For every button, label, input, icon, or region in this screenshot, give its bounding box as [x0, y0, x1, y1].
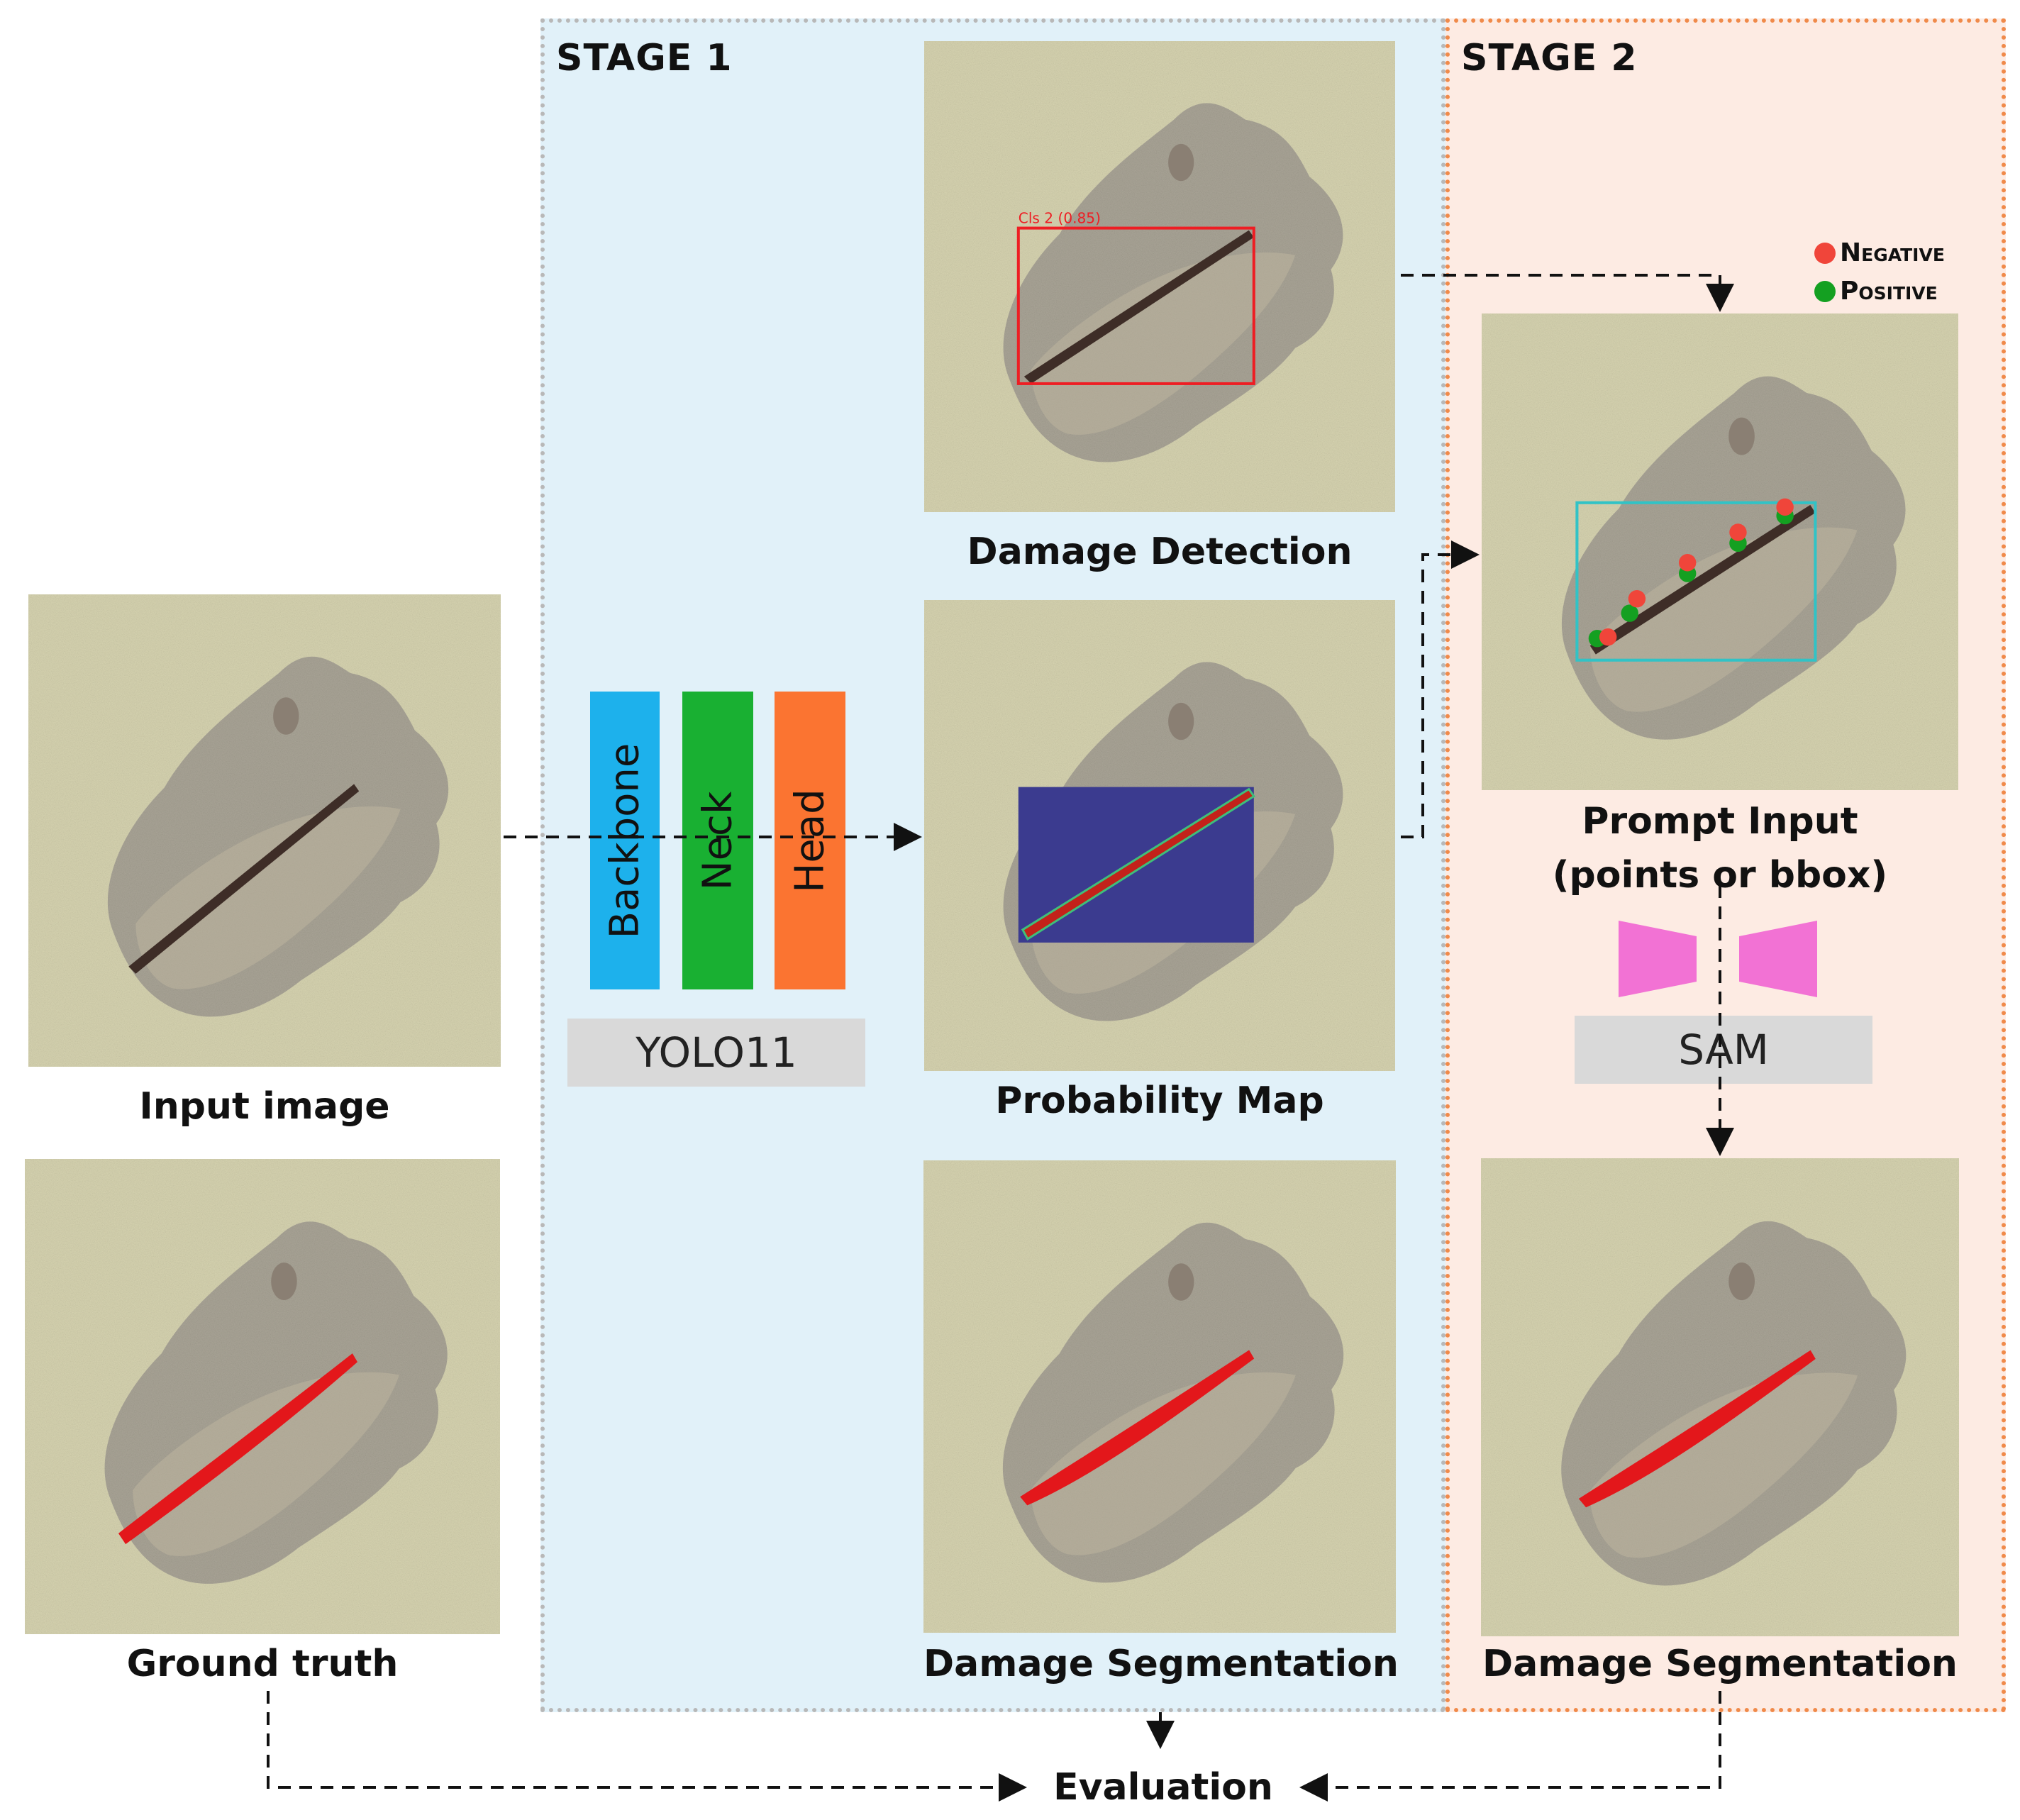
detection-label: Cls 2 (0.85) [1019, 210, 1101, 227]
prompt-points [1588, 498, 1794, 648]
yolo11-label-box: YOLO11 [567, 1019, 865, 1087]
negative-dot-icon [1814, 242, 1836, 264]
neck-label: Neck [694, 791, 741, 890]
head-label: Head [787, 788, 833, 893]
stage1-segmentation-image [923, 1160, 1396, 1633]
positive-dot-icon [1814, 280, 1836, 302]
damage-detection-image: Cls 2 (0.85) [923, 41, 1396, 512]
evaluation-label: Evaluation [1053, 1766, 1273, 1809]
input-image [28, 594, 501, 1067]
prompt-input-image [1481, 313, 1959, 790]
probability-map-caption: Probability Map [995, 1080, 1324, 1122]
stage2-segmentation-caption: Damage Segmentation [1482, 1643, 1958, 1685]
neck-block: Neck [682, 692, 753, 989]
ground-truth-caption: Ground truth [126, 1643, 399, 1685]
stage2-title: STAGE 2 [1461, 37, 1638, 79]
prompt-input-caption-line1: Prompt Input [1582, 800, 1858, 843]
prompt-input-caption-line2: (points or bbox) [1552, 854, 1888, 897]
prompt-input-caption: Prompt Input (points or bbox) [1481, 794, 1959, 902]
input-image-caption: Input image [139, 1085, 390, 1128]
sam-label-box: SAM [1575, 1016, 1872, 1084]
damage-detection-caption: Damage Detection [967, 531, 1353, 573]
legend-negative: Negative [1814, 238, 1945, 267]
probability-map-image [923, 600, 1396, 1071]
backbone-label: Backbone [601, 743, 648, 938]
backbone-block: Backbone [590, 692, 660, 989]
legend-positive: Positive [1814, 277, 1938, 306]
stage1-segmentation-caption: Damage Segmentation [923, 1643, 1399, 1685]
stage2-segmentation-image [1481, 1158, 1959, 1637]
stage1-title: STAGE 1 [556, 37, 733, 79]
sam-model-icon [1619, 921, 1817, 997]
ground-truth-image [21, 1159, 504, 1634]
head-block: Head [775, 692, 845, 989]
